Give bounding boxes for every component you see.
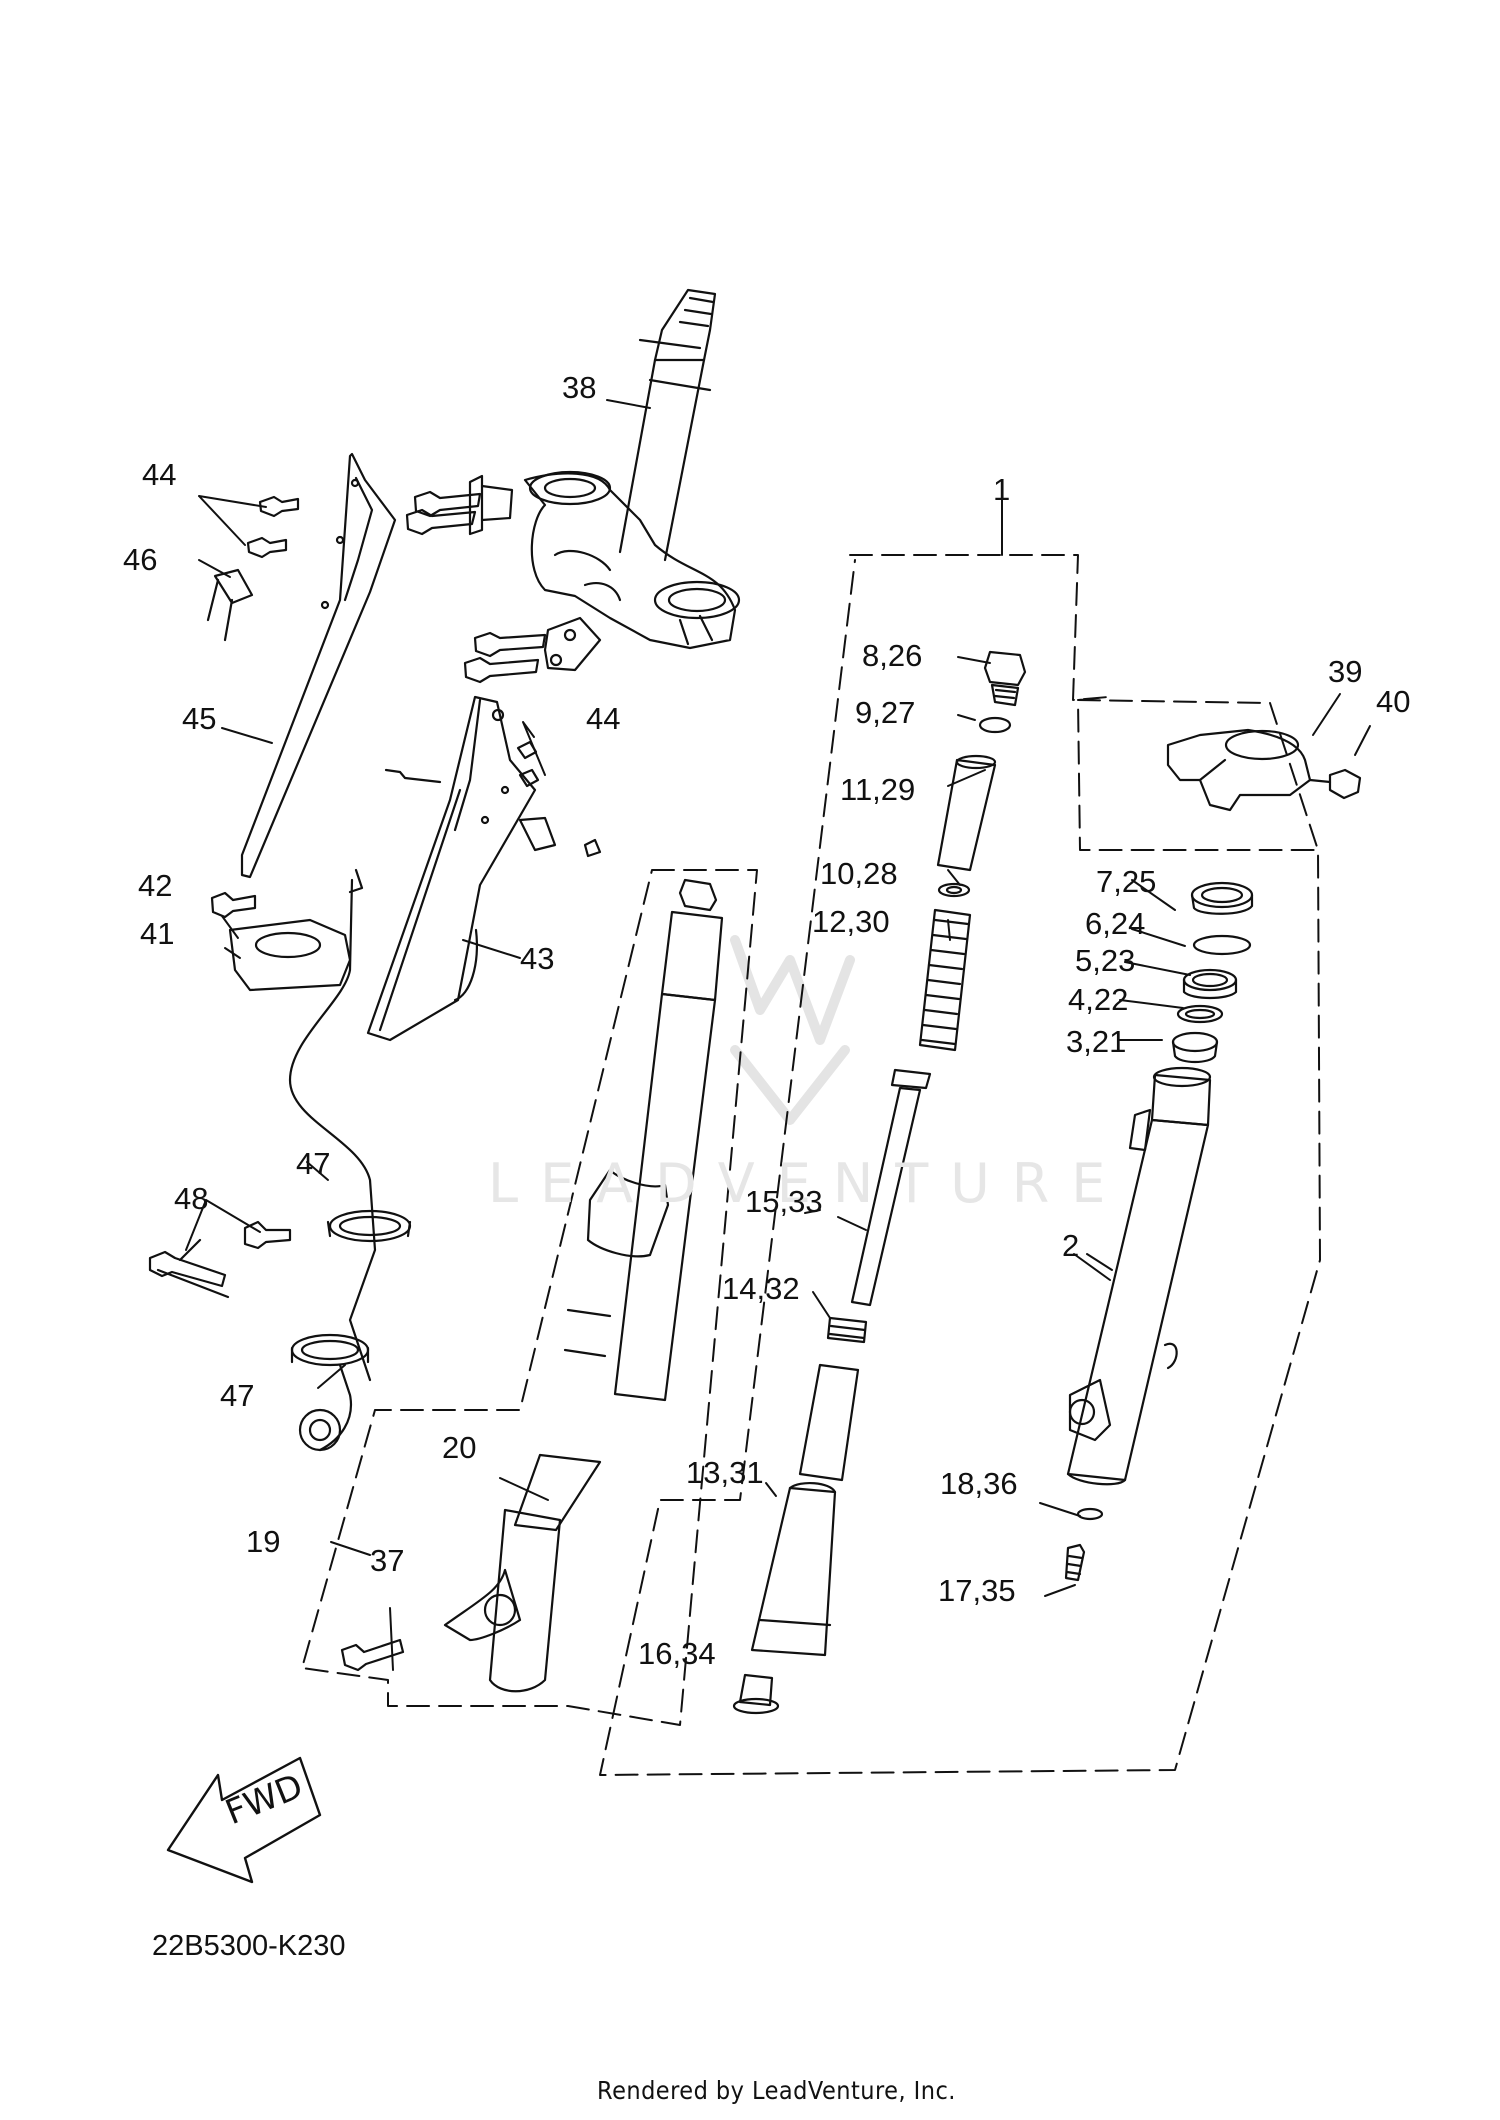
bolt-37 xyxy=(340,1638,405,1672)
callout-5-23: 5,23 xyxy=(1075,943,1136,978)
callout-47-bottom: 47 xyxy=(220,1378,255,1413)
callout-4-22: 4,22 xyxy=(1068,982,1129,1017)
callout-16-34: 16,34 xyxy=(638,1636,716,1671)
small-screws-44-46 xyxy=(206,495,602,858)
callout-39: 39 xyxy=(1328,654,1363,689)
assembly-boundaries xyxy=(301,554,1321,1776)
callout-46: 46 xyxy=(123,542,158,577)
footer-credit: Rendered by LeadVenture, Inc. xyxy=(597,2076,956,2105)
washer-10-28 xyxy=(937,882,971,898)
leader-lines xyxy=(185,399,1371,1671)
leadventure-watermark-logo xyxy=(730,935,855,1125)
hose-bracket-41-42 xyxy=(210,868,377,1382)
watermark-text: LEADVENTURE xyxy=(488,1152,1128,1215)
dust-seal-7-25 xyxy=(1190,881,1254,915)
callout-44-left: 44 xyxy=(142,457,177,492)
fork-assembly-1-boundary xyxy=(599,554,1321,1776)
callout-20: 20 xyxy=(442,1430,477,1465)
callout-37: 37 xyxy=(370,1543,405,1578)
callout-8-26: 8,26 xyxy=(862,638,923,673)
callout-19: 19 xyxy=(246,1524,281,1559)
fwd-arrow-icon xyxy=(166,1756,322,1884)
callout-45: 45 xyxy=(182,701,217,736)
washer-18-36 xyxy=(1076,1507,1104,1521)
part-code: 22B5300-K230 xyxy=(152,1930,346,1962)
outer-tube-2 xyxy=(1066,1066,1212,1486)
hose-guides-47-48 xyxy=(148,1209,412,1452)
callout-13-31: 13,31 xyxy=(686,1455,764,1490)
bolt-17-35 xyxy=(1064,1543,1086,1582)
stopper-ring-6-24 xyxy=(1192,934,1252,956)
callout-18-36: 18,36 xyxy=(940,1466,1018,1501)
callout-17-35: 17,35 xyxy=(938,1573,1016,1608)
callout-11-29: 11,29 xyxy=(840,772,916,807)
o-ring-9-27 xyxy=(978,716,1012,734)
callout-7-25: 7,25 xyxy=(1096,864,1157,899)
steering-stem-38 xyxy=(618,288,717,562)
callout-42: 42 xyxy=(138,868,173,903)
callout-6-24: 6,24 xyxy=(1085,906,1146,941)
oil-seal-5-23 xyxy=(1182,968,1238,1000)
callout-44-right: 44 xyxy=(586,701,621,736)
callout-2: 2 xyxy=(1062,1228,1080,1263)
callout-48: 48 xyxy=(174,1181,209,1216)
callout-1: 1 xyxy=(993,472,1011,507)
fork-cover-43 xyxy=(366,695,537,1042)
washer-4-22 xyxy=(1176,1004,1224,1024)
upper-bracket-39 xyxy=(1166,728,1312,812)
oil-lock-piece-16-34 xyxy=(732,1673,780,1715)
damper-cylinder-13-31 xyxy=(750,1363,860,1657)
callout-12-30: 12,30 xyxy=(812,904,890,939)
callout-38: 38 xyxy=(562,370,597,405)
callout-15-33: 15,33 xyxy=(745,1184,823,1219)
callout-9-27: 9,27 xyxy=(855,695,916,730)
inner-tube-assembly-19-boundary xyxy=(301,869,758,1726)
slide-metal-3-21 xyxy=(1171,1031,1219,1064)
callout-10-28: 10,28 xyxy=(820,856,898,891)
callout-14-32: 14,32 xyxy=(722,1271,800,1306)
callout-47-top: 47 xyxy=(296,1146,331,1181)
fork-spring-12-30 xyxy=(918,908,972,1052)
spacer-11-29 xyxy=(936,754,997,872)
fork-cover-45 xyxy=(240,452,397,879)
callout-40: 40 xyxy=(1376,684,1411,719)
callout-43: 43 xyxy=(520,941,555,976)
under-bracket xyxy=(523,470,741,650)
rebound-spring-14-32 xyxy=(826,1316,868,1344)
bracket-bolts xyxy=(405,474,602,684)
callout-3-21: 3,21 xyxy=(1066,1024,1127,1059)
callout-41: 41 xyxy=(140,916,175,951)
bolt-40 xyxy=(1308,768,1362,800)
outer-tube-20 xyxy=(443,878,724,1693)
fork-assembly-2-boundary xyxy=(1077,699,1319,851)
cap-bolt-8-26 xyxy=(983,650,1027,707)
damper-rod-15-33 xyxy=(850,1068,932,1307)
